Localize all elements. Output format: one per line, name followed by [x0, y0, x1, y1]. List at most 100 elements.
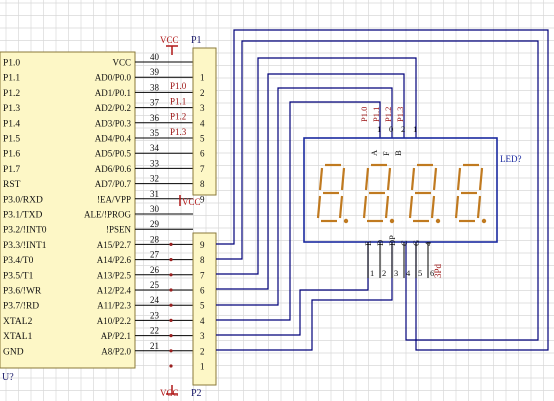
mcu-pin-number: 21 — [150, 341, 159, 351]
display-top-net-label: P1.2 — [383, 107, 393, 122]
mcu-right-label: ALE/!PROG — [84, 210, 132, 220]
mcu-left-label: P1.1 — [3, 74, 20, 84]
p2-pin-dot — [169, 258, 173, 262]
display-bottom-pin-number: 4 — [406, 268, 411, 278]
digit-decimal-point — [389, 218, 395, 224]
mcu-left-label: P3.0/RXD — [3, 195, 43, 205]
mcu-left-label: P3.5/T1 — [3, 271, 34, 281]
mcu-right-label: AD1/P0.1 — [95, 88, 131, 98]
mcu-left-label: P3.4/T0 — [3, 256, 34, 266]
mcu-right-label: AD3/P0.3 — [95, 118, 132, 128]
mcu-pin-number: 34 — [150, 143, 160, 153]
mcu-left-label: RST — [3, 180, 21, 190]
p2-body — [192, 232, 217, 386]
wire — [216, 40, 539, 341]
digit-segment — [456, 167, 462, 191]
wire — [216, 242, 393, 351]
display-bottom-pin-number: 2 — [382, 268, 386, 278]
p2-pin-number: 2 — [200, 346, 205, 356]
p1-net-label: P1.3 — [170, 127, 187, 137]
mcu-left-label: P1.5 — [3, 135, 20, 145]
mcu-left-label: XTAL1 — [3, 332, 33, 342]
digit-segment — [384, 195, 390, 219]
p1-net-label: P1.0 — [170, 81, 187, 91]
mcu-left-label: GND — [3, 347, 24, 357]
p1-net-labels: P1.0P1.1P1.2P1.3 — [166, 45, 187, 206]
p1-net-label: P1.2 — [170, 112, 186, 122]
mcu-left-label: P1.6 — [3, 150, 20, 160]
p2-pin-dot — [169, 288, 173, 292]
p1-pin-number: 7 — [200, 164, 205, 174]
mcu-pin-number: 23 — [150, 310, 160, 320]
display-top-segment-label: F — [381, 151, 391, 156]
p2-designator: P2 — [191, 388, 202, 399]
mcu-right-label: A8/P2.0 — [101, 346, 131, 356]
p1-pin-number: 2 — [200, 88, 205, 98]
display-top-pin-number: 2 — [401, 124, 405, 134]
mcu-pin-number: 22 — [150, 326, 159, 336]
p2-pin-number: 7 — [200, 270, 205, 280]
display-top-segment-label: A — [369, 149, 379, 156]
digit-segment — [430, 195, 436, 219]
digit-segment — [340, 167, 346, 191]
p2-pin-number: 6 — [200, 286, 205, 296]
p1-net-label: P1.1 — [170, 96, 186, 106]
display-top-net-label: P1.3 — [395, 107, 405, 122]
p2-pin-dot — [169, 273, 173, 277]
mcu-left-label: P1.2 — [3, 89, 20, 99]
p2-pin-dot — [169, 242, 173, 246]
mcu-pin-number: 37 — [150, 98, 160, 108]
mcu-right-label: !EA/VPP — [97, 194, 131, 204]
mcu-right-label: AD0/P0.0 — [95, 73, 132, 83]
mcu-pin-number: 33 — [150, 158, 160, 168]
p1-pin-number: 1 — [200, 73, 205, 83]
mcu-right-label: AD7/P0.7 — [95, 179, 132, 189]
display-top-net-label: P1.0 — [359, 107, 369, 122]
p2-pin-number: 8 — [200, 255, 205, 265]
digit-segment — [408, 195, 414, 219]
p1-pin-number: 9 — [200, 194, 205, 204]
mcu-right-label: A15/P2.7 — [97, 240, 132, 250]
p1-body — [192, 47, 217, 196]
p1-designator: P1 — [191, 35, 202, 46]
display-top-pin-number: 1 — [413, 124, 417, 134]
seven-segment-digits — [316, 163, 487, 224]
mcu-pin-number: 38 — [150, 82, 160, 92]
mcu-pin-number: 40 — [150, 52, 160, 62]
mcu-pin-number: 27 — [150, 250, 160, 260]
mcu-right-label: AD5/P0.5 — [95, 149, 132, 159]
p1-pin-number: 6 — [200, 149, 205, 159]
mcu-right-label: A14/P2.6 — [97, 255, 132, 265]
mcu-left-label: P1.7 — [3, 165, 20, 175]
display-frame — [303, 137, 498, 243]
mcu-right-label: AD6/P0.6 — [95, 164, 132, 174]
mcu-right-pin-labels: VCCAD0/P0.0AD1/P0.1AD2/P0.2AD3/P0.3AD4/P… — [84, 58, 132, 357]
digit-decimal-point — [435, 218, 441, 224]
p2-pin-dot — [169, 364, 173, 368]
mcu-left-pin-labels: P1.0P1.1P1.2P1.3P1.4P1.5P1.6P1.7RSTP3.0/… — [3, 59, 47, 358]
digit-segment — [432, 167, 438, 191]
digit-segment — [454, 195, 460, 219]
display-top-pin-number: 1 — [377, 124, 381, 134]
mcu-right-label: A11/P2.3 — [97, 301, 131, 311]
display-bottom-segment-label: DP — [387, 235, 397, 246]
display-top-net-label: P1.1 — [371, 107, 381, 122]
display-bottom-pin-number: 6 — [430, 268, 434, 278]
display-designator: LED? — [500, 154, 522, 164]
p2-pin-dot — [169, 318, 173, 322]
p2-pin-number: 1 — [200, 362, 205, 372]
mcu-left-label: P1.4 — [3, 119, 20, 129]
mcu-left-label: P1.3 — [3, 104, 20, 114]
mcu-pin-number: 31 — [150, 189, 159, 199]
mcu-left-label: P3.3/!INT1 — [3, 241, 47, 251]
p2-pin-number: 5 — [200, 301, 205, 311]
p1-pin-number: 5 — [200, 134, 205, 144]
wire — [216, 57, 417, 275]
